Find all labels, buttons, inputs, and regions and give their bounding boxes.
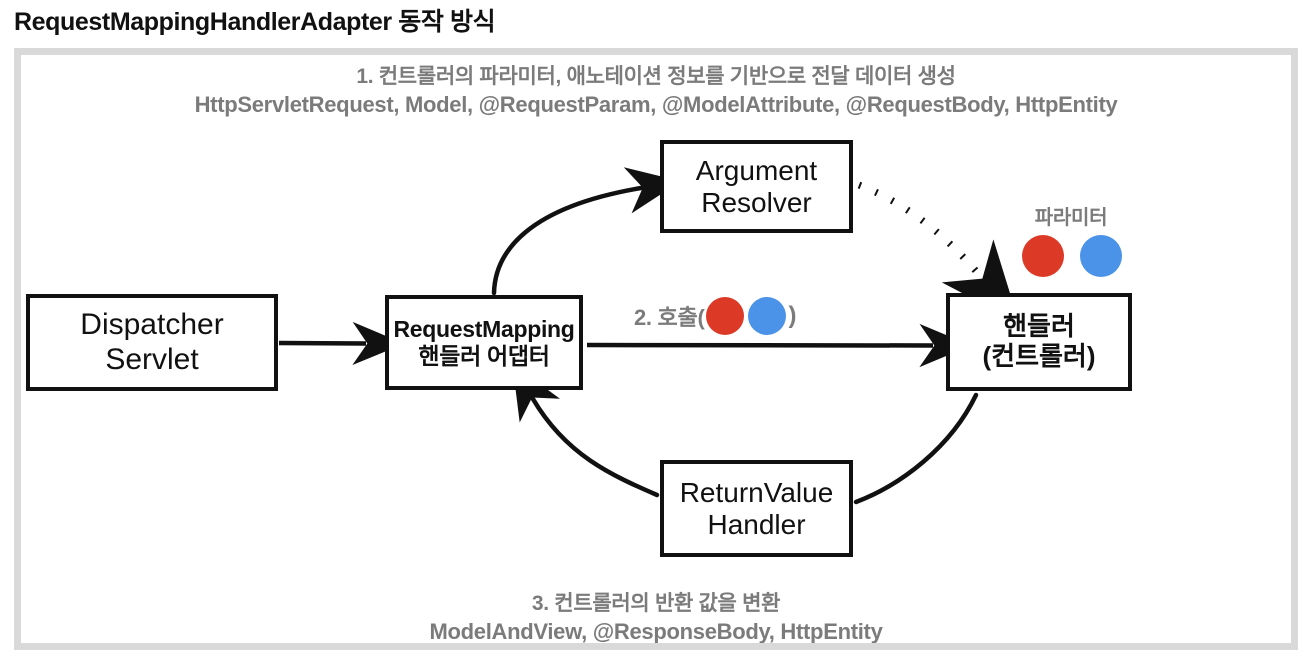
diagram-nodes-layer: 1. 컨트롤러의 파라미터, 애노테이션 정보를 기반으로 전달 데이터 생성 …	[21, 55, 1291, 643]
node-label-line: Servlet	[105, 342, 199, 376]
annotation-step1-types: HttpServletRequest, Model, @RequestParam…	[194, 92, 1118, 117]
edge-adapter-to-handler	[586, 323, 972, 368]
diagram-panel: 1. 컨트롤러의 파라미터, 애노테이션 정보를 기반으로 전달 데이터 생성 …	[14, 48, 1298, 650]
annotation-step1-title: 1. 컨트롤러의 파라미터, 애노테이션 정보를 기반으로 전달 데이터 생성	[356, 65, 956, 88]
node-label-line: ReturnValue	[679, 476, 834, 508]
annotation-step3-title: 3. 컨트롤러의 반환 값을 변환	[531, 592, 781, 615]
red-dot-icon	[706, 297, 745, 335]
node-handler-controller: 핸들러 (컨트롤러)	[946, 293, 1132, 391]
diagram-connectors	[278, 167, 1020, 505]
annotation-step3-types: ModelAndView, @ResponseBody, HttpEntity	[429, 619, 883, 644]
edge-handler-to-returnvalue	[853, 392, 979, 505]
parameter-dot-group	[1022, 235, 1122, 277]
node-requestmapping-handler-adapter: RequestMapping 핸들러 어댑터	[385, 295, 583, 390]
call-label-prefix: 2. 호출(	[634, 305, 705, 330]
blue-dot-icon	[1080, 235, 1122, 277]
blue-dot-icon	[748, 297, 787, 335]
node-label-line: Dispatcher	[80, 308, 224, 342]
node-label-line: Handler	[707, 508, 806, 540]
node-label-line: 핸들러	[1003, 311, 1075, 342]
node-label-line: (컨트롤러)	[982, 341, 1096, 371]
node-label-line: Argument	[695, 154, 818, 186]
node-returnvalue-handler: ReturnValue Handler	[660, 460, 853, 557]
edge-adapter-to-argument-resolver	[491, 167, 681, 296]
edge-argument-resolver-to-handler	[857, 181, 1020, 323]
node-label-line: Resolver	[701, 186, 812, 218]
call-label-suffix: )	[788, 302, 797, 329]
node-label-line: RequestMapping	[393, 316, 575, 343]
page-title: RequestMappingHandlerAdapter 동작 방식	[14, 8, 496, 36]
edge-returnvalue-to-adapter	[512, 364, 660, 498]
red-dot-icon	[1022, 235, 1064, 277]
node-dispatcher-servlet: Dispatcher Servlet	[26, 294, 278, 391]
annotation-step2-call: 2. 호출( )	[634, 297, 796, 335]
node-argument-resolver: Argument Resolver	[660, 140, 853, 233]
annotation-parameter-label: 파라미터	[1034, 207, 1108, 229]
node-label-line: 핸들러 어댑터	[418, 342, 550, 369]
edge-dispatcher-to-adapter	[278, 321, 405, 366]
